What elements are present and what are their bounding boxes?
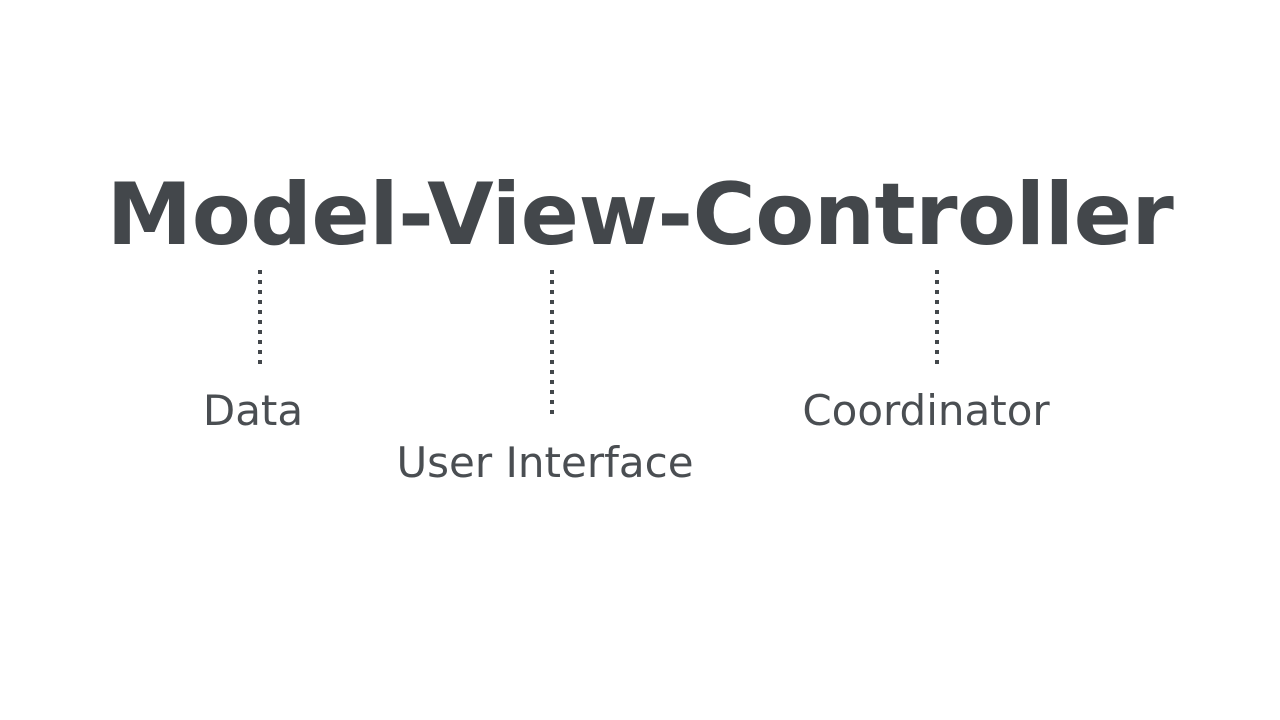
connector-line-model — [258, 270, 262, 364]
connector-line-controller — [935, 270, 939, 364]
label-controller-coordinator: Coordinator — [802, 386, 1050, 435]
connector-line-view — [550, 270, 554, 416]
page-title: Model-View-Controller — [106, 165, 1174, 265]
label-view-user-interface: User Interface — [396, 438, 694, 487]
label-model-data: Data — [202, 386, 304, 435]
